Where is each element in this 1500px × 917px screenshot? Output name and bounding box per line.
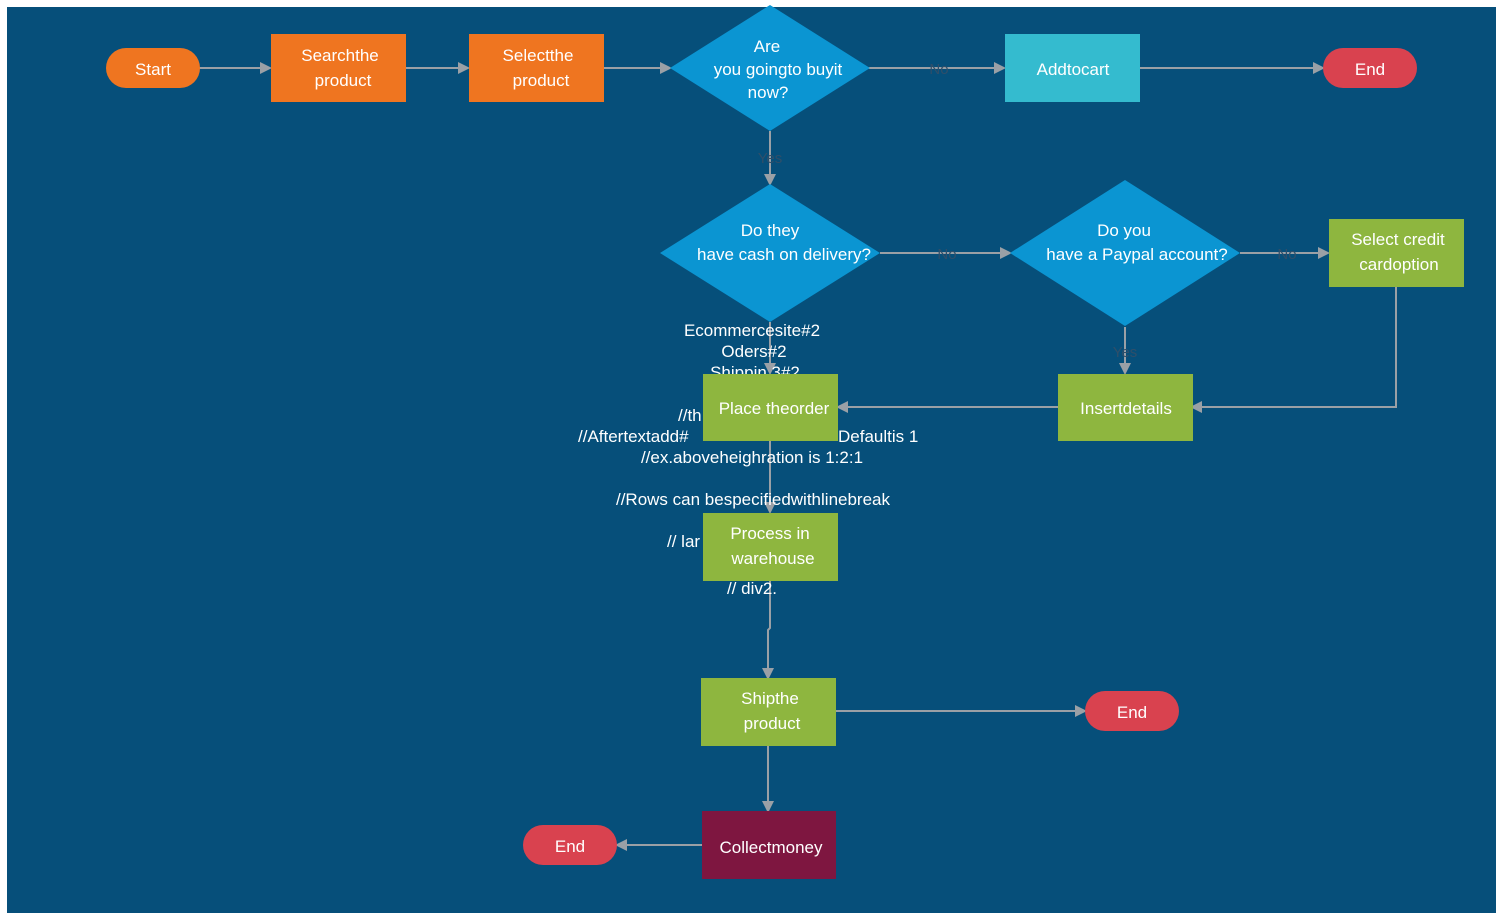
add-to-cart-step[interactable] — [1005, 34, 1140, 102]
overlay-note: // lar — [667, 532, 700, 551]
search-label-line2: product — [315, 71, 372, 90]
paypal-label-line1: Do you — [1097, 221, 1151, 240]
credit-label-line2: cardoption — [1359, 255, 1438, 274]
node-labels: Start Searchthe product Selectthe produc… — [135, 37, 1445, 857]
end-middle-label: End — [1117, 703, 1147, 722]
buy-label-line2: you goingto buyit — [714, 60, 843, 79]
edge-labels: No Yes No No Yes — [758, 61, 1297, 361]
start-terminal[interactable] — [106, 48, 200, 88]
add-to-cart-label: Addtocart — [1037, 60, 1110, 79]
overlay-note: //ex.aboveheighration is 1:2:1 — [641, 448, 863, 467]
place-order-box-foreground — [703, 374, 838, 441]
ship-label-line1: Shipthe — [741, 689, 799, 708]
connectors — [199, 62, 1397, 851]
overlay-note: //Rows can bespecifiedwithlinebreak — [616, 490, 891, 509]
credit-label-line1: Select credit — [1351, 230, 1445, 249]
edge-label-buy-yes: Yes — [758, 150, 782, 167]
nodes-foreground — [703, 374, 838, 581]
overlay-note: //th — [678, 406, 702, 425]
overlay-notes: Ecommercesite#2 Oders#2 Shippin 3#2 //th… — [578, 321, 918, 598]
process-warehouse-box-foreground — [703, 513, 838, 581]
overlay-note: //Aftertextadd# — [578, 427, 689, 446]
edge-label-cash-no: No — [937, 246, 956, 263]
end-top-label: End — [1355, 60, 1385, 79]
warehouse-label-line2: warehouse — [730, 549, 814, 568]
buy-label-line3: now? — [748, 83, 789, 102]
warehouse-label-line1: Process in — [730, 524, 809, 543]
edge-label-buy-no: No — [929, 61, 948, 78]
select-label-line2: product — [513, 71, 570, 90]
cash-label-line1: Do they — [741, 221, 800, 240]
edge-process-ship — [762, 581, 774, 680]
end-terminal-top[interactable] — [1323, 48, 1417, 88]
search-product-step[interactable] — [271, 34, 406, 102]
paypal-label-line2: have a Paypal account? — [1046, 245, 1227, 264]
insert-details-step[interactable] — [1058, 374, 1193, 441]
collect-money-label: Collectmoney — [720, 838, 823, 857]
select-credit-card-step[interactable] — [1329, 219, 1464, 287]
buy-label-line1: Are — [754, 37, 780, 56]
insert-details-label: Insertdetails — [1080, 399, 1172, 418]
buy-now-decision[interactable] — [670, 5, 870, 131]
search-label-line1: Searchthe — [301, 46, 379, 65]
edge-label-paypal-no: No — [1277, 246, 1296, 263]
end-terminal-bottom[interactable] — [523, 825, 617, 865]
overlay-note: // div2. — [727, 579, 777, 598]
edge-label-paypal-yes: Yes — [1113, 344, 1137, 361]
ship-product-step[interactable] — [701, 678, 836, 746]
start-label: Start — [135, 60, 171, 79]
paypal-account-decision[interactable] — [1010, 180, 1240, 326]
cash-label-line2: have cash on delivery? — [697, 245, 871, 264]
place-order-label: Place theorder — [719, 399, 830, 418]
overlay-note: Ecommercesite#2 — [684, 321, 820, 340]
overlay-note: Oders#2 — [721, 342, 786, 361]
cash-on-delivery-decision[interactable] — [660, 184, 880, 322]
edge-credit-insert — [1190, 287, 1397, 413]
diagram-background — [7, 7, 1496, 913]
end-bottom-label: End — [555, 837, 585, 856]
collect-money-step[interactable] — [702, 811, 836, 879]
select-label-line1: Selectthe — [503, 46, 574, 65]
overlay-note: Defaultis 1 — [838, 427, 918, 446]
select-product-step[interactable] — [469, 34, 604, 102]
ship-label-line2: product — [744, 714, 801, 733]
end-terminal-middle[interactable] — [1085, 691, 1179, 731]
